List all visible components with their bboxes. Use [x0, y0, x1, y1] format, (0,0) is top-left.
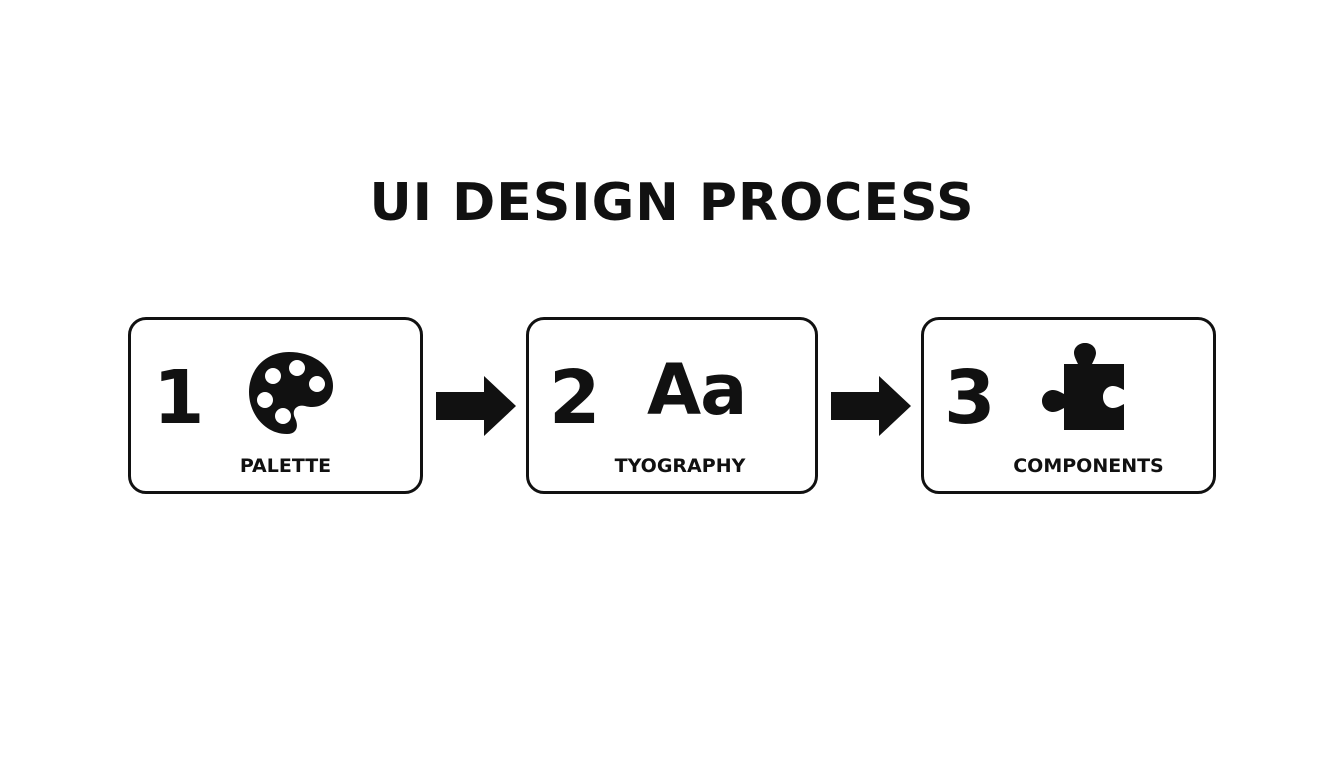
palette-icon [243, 346, 339, 442]
arrow-right-icon [829, 374, 913, 438]
step-number: 1 [153, 355, 205, 441]
step-label: TYOGRAPHY [614, 455, 746, 477]
typography-icon: Aa [647, 342, 759, 438]
step-number: 2 [549, 355, 601, 441]
step-label: PALETTE [239, 455, 332, 477]
puzzle-icon [1040, 342, 1136, 438]
step-card-palette: 1 PALETTE [128, 317, 423, 494]
step-card-components: 3 COMPONENTS [921, 317, 1216, 494]
page-title: UI DESIGN PROCESS [369, 173, 975, 233]
step-label: COMPONENTS [1013, 455, 1164, 477]
step-card-typography: 2 Aa TYOGRAPHY [526, 317, 818, 494]
typography-glyph: Aa [647, 349, 747, 431]
arrow-right-icon [434, 374, 518, 438]
step-number: 3 [944, 355, 996, 441]
